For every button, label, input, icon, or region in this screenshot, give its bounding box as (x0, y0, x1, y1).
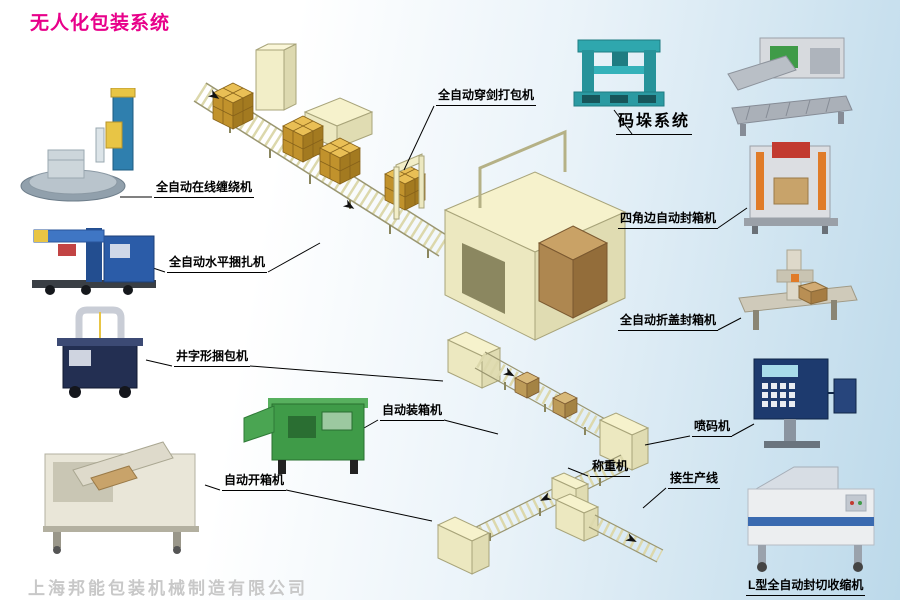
inline-strapper-arch (393, 153, 425, 220)
terminal-unit (436, 516, 491, 575)
label-lance-strapper: 全自动穿剑打包机 (436, 88, 537, 107)
label-inline-wrapper: 全自动在线缠绕机 (154, 180, 255, 199)
takeoff-conveyor (554, 493, 664, 563)
control-cabinet (255, 43, 297, 111)
small-cartons (514, 371, 578, 419)
photo-palletizing-system-machine (726, 36, 874, 142)
label-flap-fold-sealer: 全自动折盖封箱机 (618, 313, 719, 332)
lower-conveyor-a (474, 351, 624, 446)
photo-palletizer-gantry-machine (572, 36, 668, 112)
photo-inkjet-coder-machine (746, 353, 864, 451)
label-l-type-shrink-sealer: L型全自动封切收缩机 (746, 578, 866, 597)
label-to-production-line: 接生产线 (668, 471, 721, 490)
photo-l-sealer-machine (742, 453, 884, 573)
photo-corner-sealer-machine (736, 138, 848, 236)
photo-horizontal-strapper-machine (28, 220, 163, 296)
central-machine-complex (443, 129, 627, 341)
page-title: 无人化包装系统 (30, 13, 171, 34)
label-corner-edge-sealer: 四角边自动封箱机 (618, 211, 719, 230)
exit-machine (446, 331, 502, 389)
label-horizontal-strapper: 全自动水平捆扎机 (167, 255, 268, 274)
connector-lines (120, 105, 755, 522)
photo-case-erector-machine (33, 426, 218, 554)
label-palletizing-system: 码垛系统 (616, 112, 693, 136)
kraft-carton-stack (537, 225, 609, 319)
photo-case-packer-machine (242, 392, 388, 476)
drop-tower (598, 412, 650, 471)
label-weighing-machine: 称重机 (590, 459, 631, 478)
label-tee-pattern-strapper: 井字形捆包机 (174, 349, 251, 368)
photo-inline-wrapper-machine (18, 88, 168, 206)
label-auto-case-packer: 自动装箱机 (380, 403, 445, 422)
watermark: 上海邦能包装机械制造有限公司 (28, 579, 308, 598)
label-auto-case-erector: 自动开箱机 (222, 473, 287, 492)
label-inkjet-coder: 喷码机 (692, 419, 733, 438)
photo-tee-strapper-machine (55, 298, 145, 400)
carton-stacks (212, 82, 426, 211)
photo-flap-sealer-machine (735, 246, 863, 336)
flow-arrows (207, 89, 637, 542)
